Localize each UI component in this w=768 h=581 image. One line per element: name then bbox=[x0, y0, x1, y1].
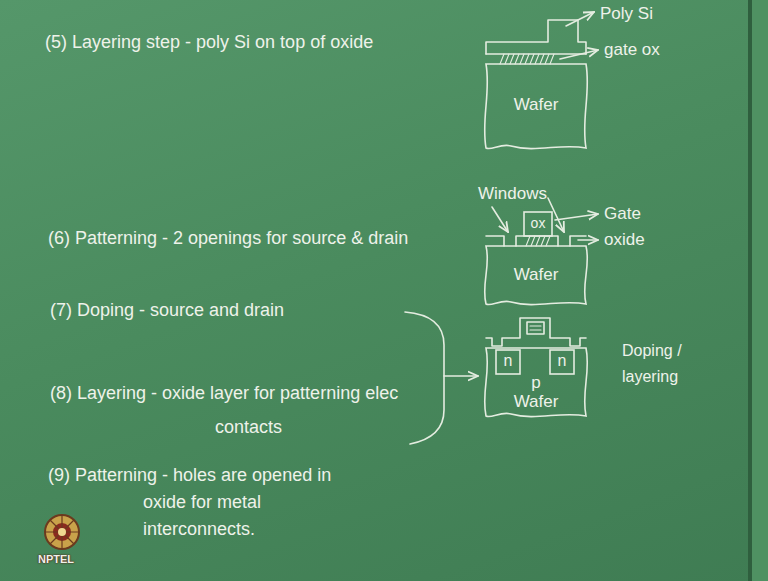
leader-arrow bbox=[566, 12, 594, 26]
wafer-border bbox=[485, 246, 588, 305]
gate-stack bbox=[527, 322, 544, 334]
step-text: (6) Patterning - 2 openings for source &… bbox=[48, 222, 428, 254]
bracket bbox=[405, 312, 444, 444]
wafer-border bbox=[485, 348, 588, 417]
part-label: oxide bbox=[604, 230, 645, 250]
board-edge bbox=[748, 0, 752, 581]
node-text: n bbox=[504, 352, 513, 370]
gate-marking bbox=[530, 326, 541, 330]
bracket-arrow bbox=[444, 375, 478, 377]
board-frame bbox=[752, 0, 768, 581]
node-text: Wafer bbox=[514, 266, 559, 285]
leader-arrow bbox=[560, 50, 598, 59]
poly-si-layer bbox=[486, 20, 586, 54]
gate-oxide-hatching bbox=[526, 236, 550, 246]
node-text: p bbox=[531, 374, 540, 393]
window-pointer bbox=[548, 198, 564, 232]
doped-region: n bbox=[496, 350, 520, 374]
oxide-layer bbox=[486, 236, 586, 246]
box-border bbox=[496, 350, 520, 374]
oxide-hatching bbox=[500, 54, 554, 64]
gate-oxide-layer bbox=[486, 53, 586, 55]
node-text: n bbox=[558, 352, 567, 370]
gate-box: ox bbox=[524, 212, 552, 236]
leader-arrow bbox=[555, 214, 598, 220]
node-text: Wafer bbox=[514, 96, 559, 115]
wafer-cross-section: Wafer bbox=[486, 246, 586, 304]
step-text: (9) Patterning - holes are opened in oxi… bbox=[48, 462, 338, 543]
part-label: Windows bbox=[478, 184, 547, 204]
wafer-border bbox=[485, 64, 588, 149]
box-border bbox=[550, 350, 574, 374]
part-label: Gate bbox=[604, 204, 641, 224]
doped-region: n bbox=[550, 350, 574, 374]
box-border bbox=[524, 212, 552, 236]
window-pointer bbox=[492, 207, 508, 232]
step-text: (7) Doping - source and drain bbox=[50, 298, 430, 322]
node-text: Wafer bbox=[514, 393, 559, 412]
oxide-layer bbox=[486, 318, 586, 346]
nptel-logo bbox=[45, 515, 79, 549]
note-text: Doping / layering bbox=[622, 338, 714, 390]
leader-arrow bbox=[578, 239, 598, 241]
wafer-cross-section: Wafer bbox=[486, 64, 586, 148]
step-text: (8) Layering - oxide layer for patternin… bbox=[50, 376, 435, 444]
wafer-cross-section: pWafer n n bbox=[486, 348, 586, 416]
node-text: ox bbox=[531, 216, 546, 231]
part-label: Poly Si bbox=[600, 4, 653, 24]
step-text: (5) Layering step - poly Si on top of ox… bbox=[45, 20, 395, 64]
logo-text: NPTEL bbox=[38, 553, 74, 566]
part-label: gate ox bbox=[604, 40, 660, 60]
